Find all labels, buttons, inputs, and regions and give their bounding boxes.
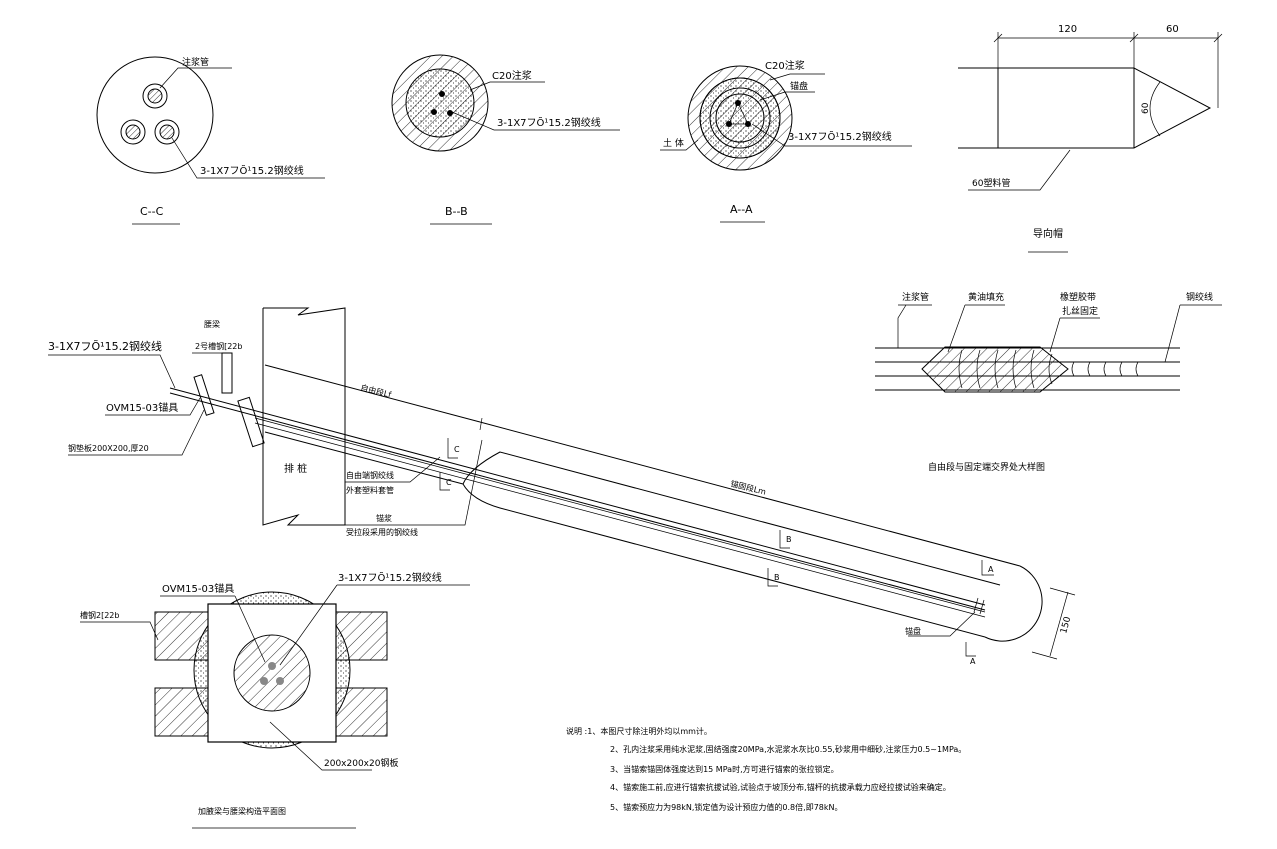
strand-label: 3-1X7フÕ¹15.2钢绞线 bbox=[788, 130, 892, 143]
free-strand-label: 自由端钢绞线 bbox=[346, 470, 394, 480]
strand-sleeve bbox=[120, 119, 146, 145]
spacer-label: 锚盘 bbox=[790, 80, 808, 92]
anchor-label: OVM15-03锚具 bbox=[106, 402, 178, 414]
spacer-label: 锚盘 bbox=[905, 626, 921, 636]
plate-label: 钢垫板200X200,厚20 bbox=[68, 443, 149, 453]
spacer bbox=[715, 93, 765, 143]
section-title: A--A bbox=[730, 203, 753, 216]
strand bbox=[276, 677, 284, 685]
strand bbox=[159, 124, 175, 140]
plan-plate-label: 200x200x20钢板 bbox=[324, 757, 398, 769]
grout-pipe-label: 注浆管 bbox=[182, 56, 209, 68]
dim-150: 150 bbox=[1059, 615, 1073, 634]
joint-grease-label: 黄油填充 bbox=[968, 291, 1004, 303]
mark-b-bottom: B bbox=[774, 573, 780, 582]
grout-core bbox=[405, 68, 475, 138]
note-2: 2、孔内注浆采用纯水泥浆,固结强度20MPa,水泥浆水灰比0.55,砂浆用中细砂… bbox=[610, 744, 966, 754]
plan-channel-label: 槽钢2[22b bbox=[80, 610, 119, 620]
strand-sleeve bbox=[154, 119, 180, 145]
joint-detail: 注浆管 黄油填充 橡塑胶带 扎丝固定 钢绞线 自由段与固定端交界处大样图 bbox=[875, 291, 1222, 473]
channel-label: 2号槽钢[22b bbox=[195, 341, 242, 351]
strand bbox=[431, 109, 437, 115]
mark-c-top: C bbox=[454, 445, 460, 454]
section-cc: 注浆管 3-1X7フÕ¹15.2钢绞线 C--C bbox=[96, 56, 325, 225]
notes: 说明 :1、本图尺寸除注明外均以mm计。 2、孔内注浆采用纯水泥浆,固结强度20… bbox=[566, 726, 966, 812]
guide-cap: 120 60 60 60塑料管 导向帽 bbox=[958, 24, 1223, 253]
note-5: 5、锚索预应力为98kN,锁定值为设计预应力值的0.8倍,即78kN。 bbox=[610, 802, 843, 812]
section-cc-outline bbox=[96, 56, 214, 174]
section-title: B--B bbox=[445, 205, 468, 218]
strand bbox=[447, 110, 453, 116]
note-4: 4、锚索施工前,应进行锚索抗拔试验,试验点于坡顶分布,锚杆的抗拔承载力应经拉拔试… bbox=[610, 782, 951, 792]
dim-vertical-60: 60 bbox=[1141, 102, 1151, 114]
mark-a-top: A bbox=[988, 565, 994, 574]
strand bbox=[125, 124, 141, 140]
joint-grout-pipe-label: 注浆管 bbox=[902, 291, 929, 303]
note-1: 说明 :1、本图尺寸除注明外均以mm计。 bbox=[566, 726, 712, 736]
section-aa: C20注浆 锚盘 3-1X7フÕ¹15.2钢绞线 土 体 A--A bbox=[660, 59, 912, 223]
strand-label: 3-1X7フÕ¹15.2钢绞线 bbox=[497, 116, 601, 129]
strand bbox=[268, 662, 276, 670]
pipe-label: 60塑料管 bbox=[972, 177, 1010, 189]
free-length-label: 自由段Lf bbox=[360, 382, 393, 399]
section-bb: C20注浆 3-1X7フÕ¹15.2钢绞线 B--B bbox=[391, 54, 620, 225]
dim-120: 120 bbox=[1058, 24, 1077, 35]
plan-detail: OVM15-03锚具 3-1X7フÕ¹15.2钢绞线 槽钢2[22b 200x2… bbox=[80, 571, 470, 829]
pile-label: 排 桩 bbox=[284, 462, 307, 475]
plan-strand-label: 3-1X7フÕ¹15.2钢绞线 bbox=[338, 571, 442, 584]
section-title: C--C bbox=[140, 205, 164, 218]
joint-title: 自由段与固定端交界处大样图 bbox=[928, 461, 1045, 473]
strand bbox=[260, 677, 268, 685]
plan-anchor-label: OVM15-03锚具 bbox=[162, 583, 234, 595]
joint-strand-label: 钢绞线 bbox=[1186, 291, 1213, 303]
dim-60: 60 bbox=[1166, 24, 1179, 35]
sleeve-label: 外套塑料套管 bbox=[346, 485, 394, 495]
mark-c-bottom: C bbox=[446, 478, 452, 487]
anchor-head bbox=[233, 634, 311, 712]
mark-a-bottom: A bbox=[970, 657, 976, 666]
guide-cap-title: 导向帽 bbox=[1033, 227, 1063, 240]
grout-ring bbox=[699, 77, 781, 159]
soil-label: 土 体 bbox=[663, 137, 684, 149]
plan-title: 加腋梁与腰梁构造平面图 bbox=[198, 806, 286, 816]
strand bbox=[147, 88, 163, 104]
mark-b-top: B bbox=[786, 535, 792, 544]
joint-tape-label: 橡塑胶带 bbox=[1060, 291, 1096, 303]
grout-label: 锚浆 bbox=[376, 513, 392, 523]
elevation-strand-label: 3-1X7フÕ¹15.2钢绞线 bbox=[48, 339, 162, 353]
concrete-label: C20注浆 bbox=[765, 59, 805, 72]
note-3: 3、当锚索锚固体强度达到15 MPa时,方可进行锚索的张拉锁定。 bbox=[610, 764, 839, 774]
strand bbox=[439, 91, 445, 97]
grout-sub-label: 受拉段采用的钢绞线 bbox=[346, 527, 418, 537]
joint-tape-sub-label: 扎丝固定 bbox=[1062, 305, 1098, 317]
waler-label: 腰梁 bbox=[204, 320, 220, 329]
strand-label: 3-1X7フÕ¹15.2钢绞线 bbox=[200, 164, 304, 177]
concrete-label: C20注浆 bbox=[492, 69, 532, 82]
grout-pipe bbox=[142, 83, 168, 109]
